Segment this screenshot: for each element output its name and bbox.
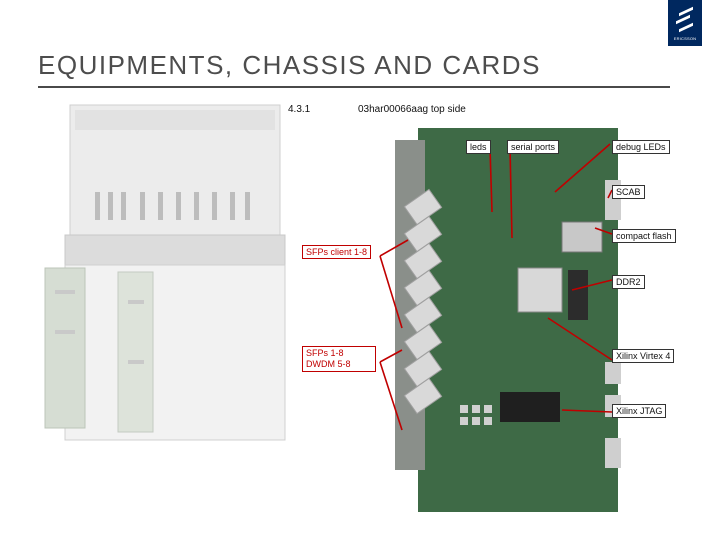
figure-section: 4.3.1 [288, 104, 311, 115]
label-leds: leds [466, 140, 491, 154]
label-sfp-client: SFPs client 1-8 [302, 245, 372, 259]
ericsson-logo: ERICSSON [668, 0, 702, 46]
label-serial-ports: serial ports [507, 140, 560, 154]
label-ddr2: DDR2 [612, 275, 645, 289]
board-drawing [360, 122, 660, 512]
label-scab: SCAB [612, 185, 645, 199]
board-figure: 4.3.1 03har00066aag top side [288, 100, 690, 512]
figure-caption: 03har00066aag top side [358, 104, 466, 115]
label-compact-flash: compact flash [612, 229, 676, 243]
label-xilinx-virtex: Xilinx Virtex 4 [612, 349, 675, 363]
title-divider [38, 86, 670, 88]
label-xilinx-jtag: Xilinx JTAG [612, 404, 667, 418]
label-sfp-dwdm: SFPs 1-8 DWDM 5-8 [302, 346, 376, 372]
slide-title: Equipments, chassis and cards [38, 50, 541, 80]
label-debug-leds: debug LEDs [612, 140, 670, 154]
chassis-photo [40, 100, 295, 445]
logo-text: ERICSSON [673, 36, 697, 41]
